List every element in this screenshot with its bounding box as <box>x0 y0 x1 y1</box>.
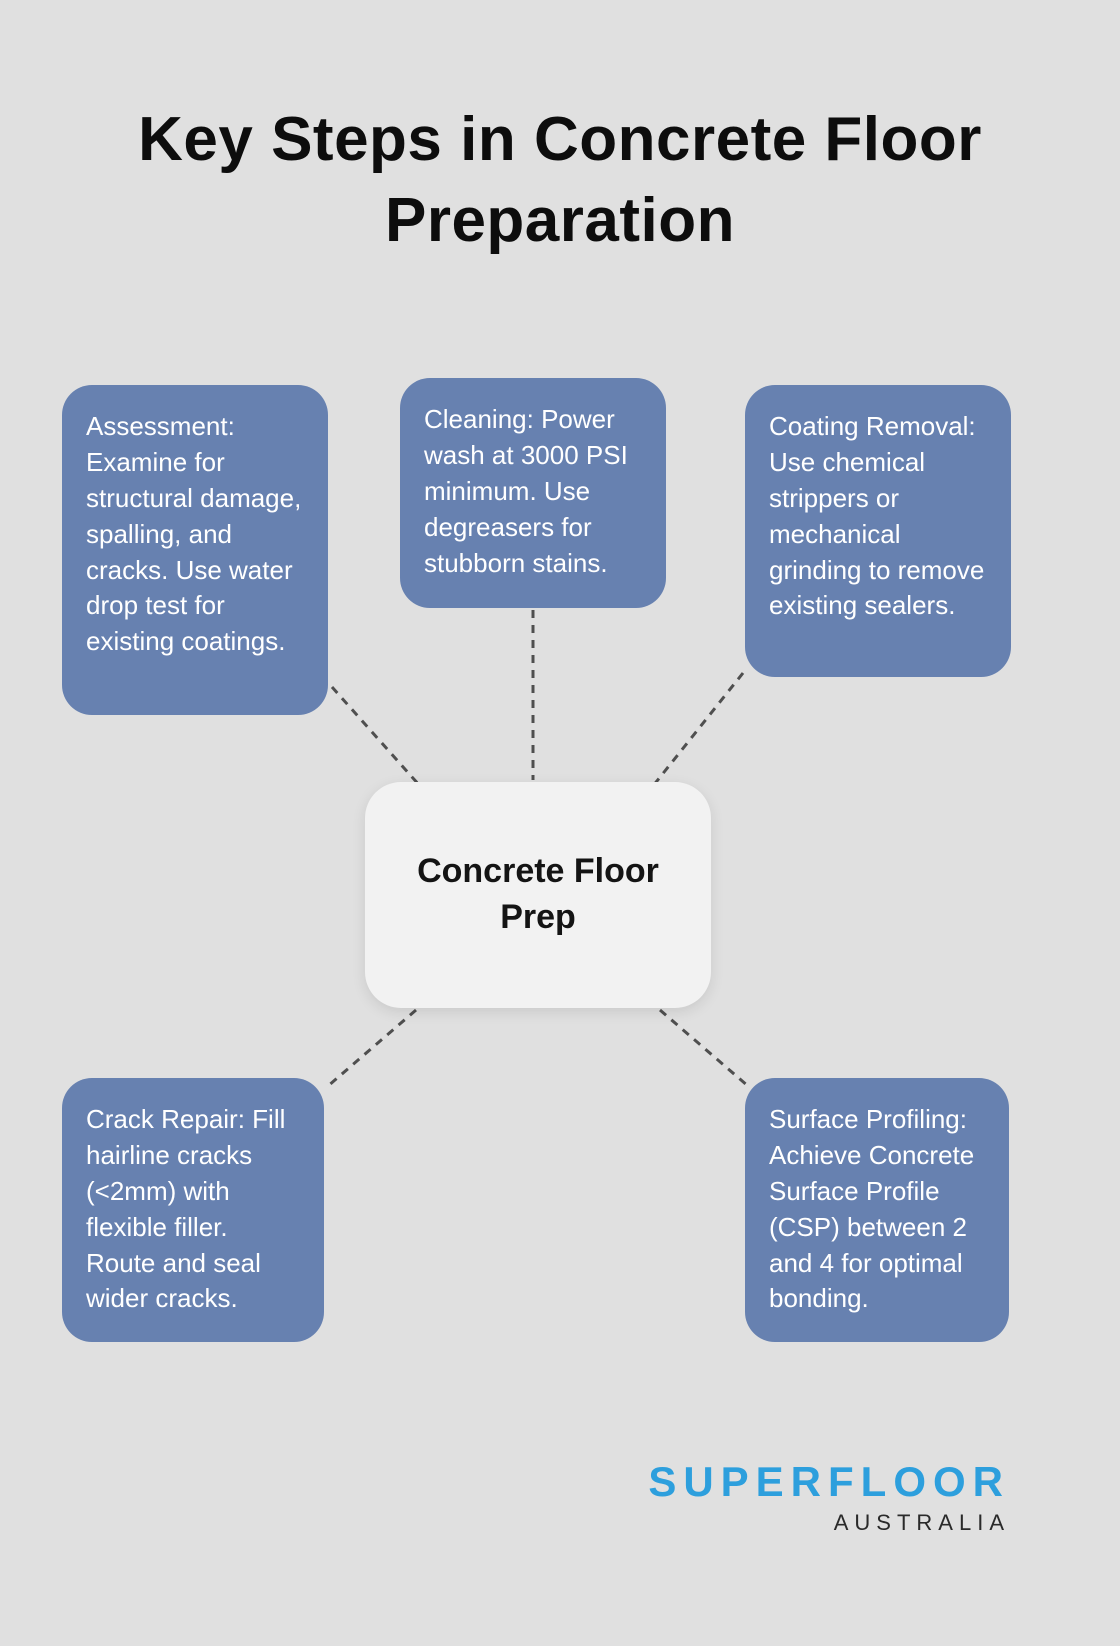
center-node-label: Concrete Floor Prep <box>417 852 659 936</box>
page-title: Key Steps in Concrete Floor Preparation <box>138 105 982 255</box>
center-node: Concrete Floor Prep <box>365 782 711 1008</box>
node-surface-profiling-text: Surface Profiling: Achieve Concrete Surf… <box>769 1104 975 1314</box>
node-cleaning: Cleaning: Power wash at 3000 PSI minimum… <box>400 378 666 608</box>
logo-australia-subtext: AUSTRALIA <box>833 1510 1010 1535</box>
node-cleaning-text: Cleaning: Power wash at 3000 PSI minimum… <box>424 404 628 578</box>
node-surface-profiling: Surface Profiling: Achieve Concrete Surf… <box>745 1078 1009 1342</box>
connector-surface-line <box>659 1008 749 1088</box>
node-crack-repair: Crack Repair: Fill hairline cracks (<2mm… <box>62 1078 324 1342</box>
logo-superfloor-wordmark: SUPERFLOOR <box>648 1458 1010 1505</box>
node-coating-removal: Coating Removal: Use chemical strippers … <box>745 385 1011 677</box>
connector-coating-line <box>651 672 745 787</box>
node-coating-removal-text: Coating Removal: Use chemical strippers … <box>769 411 985 621</box>
connector-crack-line <box>327 1008 417 1088</box>
node-assessment: Assessment: Examine for structural damag… <box>62 385 328 715</box>
connector-assessment-line <box>330 686 422 787</box>
brand-logo: SUPERFLOOR AUSTRALIA <box>648 1458 1010 1536</box>
node-assessment-text: Assessment: Examine for structural damag… <box>86 411 302 657</box>
node-crack-repair-text: Crack Repair: Fill hairline cracks (<2mm… <box>86 1104 286 1314</box>
